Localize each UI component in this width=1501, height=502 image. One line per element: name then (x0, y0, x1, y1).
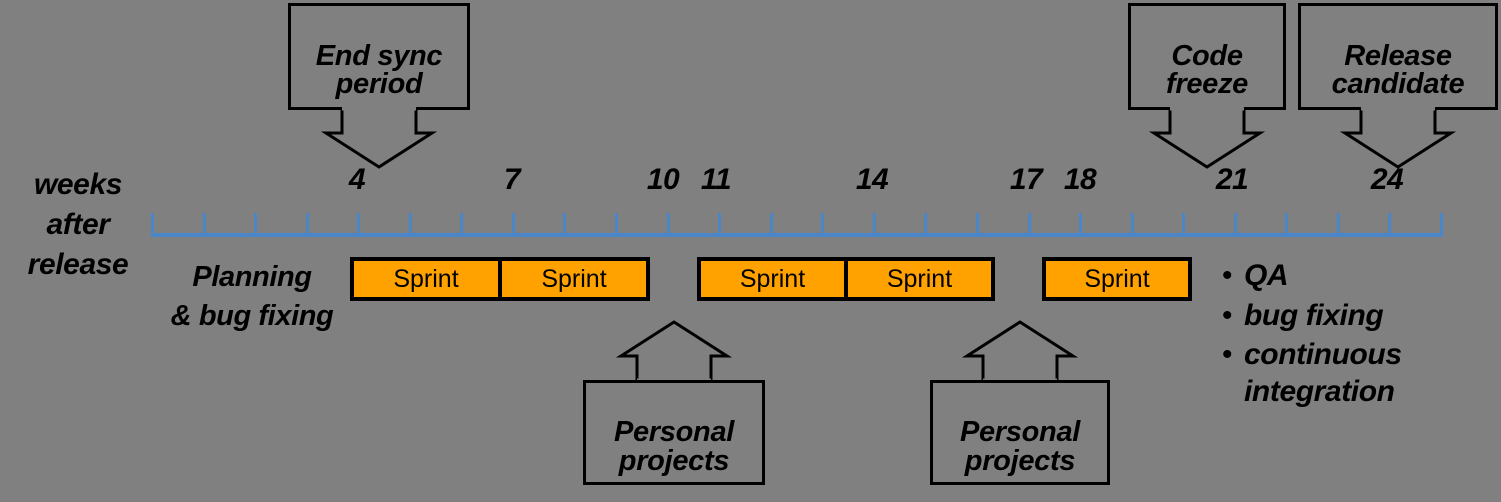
axis-caption-line-3: release (27, 247, 129, 281)
callout-end-sync-period-line2: period (335, 67, 423, 100)
activities-bullet-list: • QA • bug fixing • continuous integrati… (1222, 258, 1497, 413)
axis-tick (563, 213, 567, 234)
callout-personal-projects-2-line2: projects (964, 444, 1076, 477)
week-label-10: 10 (646, 163, 680, 196)
axis-tick (924, 213, 928, 234)
axis-tick (1182, 213, 1186, 234)
axis-tick (615, 213, 619, 234)
axis-tick (1388, 213, 1392, 234)
bullet-dot-icon: • (1222, 338, 1233, 372)
axis-tick (1233, 213, 1237, 234)
axis-tick (1336, 213, 1340, 234)
axis-caption-line-1: weeks (33, 168, 123, 201)
week-label-18: 18 (1063, 163, 1097, 196)
week-label-11: 11 (700, 163, 732, 196)
callout-personal-projects-1[interactable]: Personal (583, 380, 765, 485)
callout-personal-projects-2-line1: Personal (959, 416, 1081, 449)
callout-release-candidate-line1: Release (1344, 40, 1452, 73)
bullet-dot-icon: • (1222, 298, 1233, 332)
axis-tick (408, 213, 412, 234)
axis-tick (1130, 213, 1134, 234)
sprint-box[interactable]: Sprint (701, 261, 844, 297)
bullet-dot-icon: • (1222, 259, 1233, 292)
sprint-box[interactable]: Sprint (1046, 261, 1188, 297)
callout-end-sync-period-line1: End sync (315, 40, 443, 73)
callout-release-candidate-line2-wrap: candidate (1298, 3, 1498, 110)
callout-personal-projects-2[interactable]: Personal (930, 380, 1110, 485)
week-label-14: 14 (855, 163, 889, 196)
bullet-label: continuous integration (1244, 338, 1402, 408)
planning-label: Planning & bug fixing (152, 258, 352, 335)
callout-personal-projects-1-line2-wrap: projects (583, 380, 765, 485)
axis-tick (511, 213, 515, 234)
axis-tick (872, 213, 876, 234)
bullet-label: QA (1244, 259, 1289, 292)
planning-label-line-2: & bug fixing (170, 299, 334, 332)
axis-tick (821, 213, 825, 234)
callout-code-freeze-line1: Code (1171, 40, 1243, 73)
axis-tick (975, 213, 979, 234)
sprint-group-3: Sprint (1042, 257, 1192, 301)
list-item: • QA (1222, 258, 1497, 295)
axis-tick (357, 213, 361, 234)
bullet-label: bug fixing (1244, 298, 1384, 332)
week-label-4: 4 (348, 163, 366, 196)
axis-tick (305, 213, 309, 234)
list-item: • continuous integration (1222, 337, 1497, 410)
axis-tick (718, 213, 722, 234)
week-label-24: 24 (1370, 163, 1404, 196)
planning-label-line-1: Planning (192, 261, 312, 293)
callout-end-sync-period-line2-wrap: period (288, 3, 470, 110)
axis-tick (1027, 213, 1031, 234)
callout-code-freeze-line2: freeze (1165, 67, 1249, 100)
week-label-21: 21 (1215, 163, 1249, 196)
callout-personal-projects-1-line2: projects (618, 444, 730, 477)
week-label-7: 7 (503, 163, 521, 196)
callout-code-freeze-line2-wrap: freeze (1128, 3, 1286, 110)
axis-tick (151, 213, 154, 234)
callout-release-candidate-line2: candidate (1331, 67, 1465, 100)
sprint-box[interactable]: Sprint (498, 261, 646, 297)
axis-tick (666, 213, 670, 234)
sprint-box[interactable]: Sprint (354, 261, 498, 297)
sprint-group-2: Sprint Sprint (697, 257, 995, 301)
week-label-17: 17 (1009, 163, 1043, 196)
sprint-box[interactable]: Sprint (844, 261, 991, 297)
axis-baseline (151, 233, 1443, 237)
sprint-group-1: Sprint Sprint (350, 257, 650, 301)
callout-personal-projects-2-line2-wrap: projects (930, 380, 1110, 485)
axis-tick (460, 213, 464, 234)
axis-tick (1079, 213, 1083, 234)
axis-caption: weeks after release (8, 165, 148, 285)
axis-tick (1285, 213, 1289, 234)
axis-tick (1440, 213, 1443, 234)
axis-tick (202, 213, 206, 234)
axis-tick (769, 213, 773, 234)
list-item: • bug fixing (1222, 298, 1497, 335)
axis-tick (254, 213, 258, 234)
callout-personal-projects-1-line1: Personal (613, 416, 735, 449)
axis-caption-line-2: after (46, 207, 110, 241)
